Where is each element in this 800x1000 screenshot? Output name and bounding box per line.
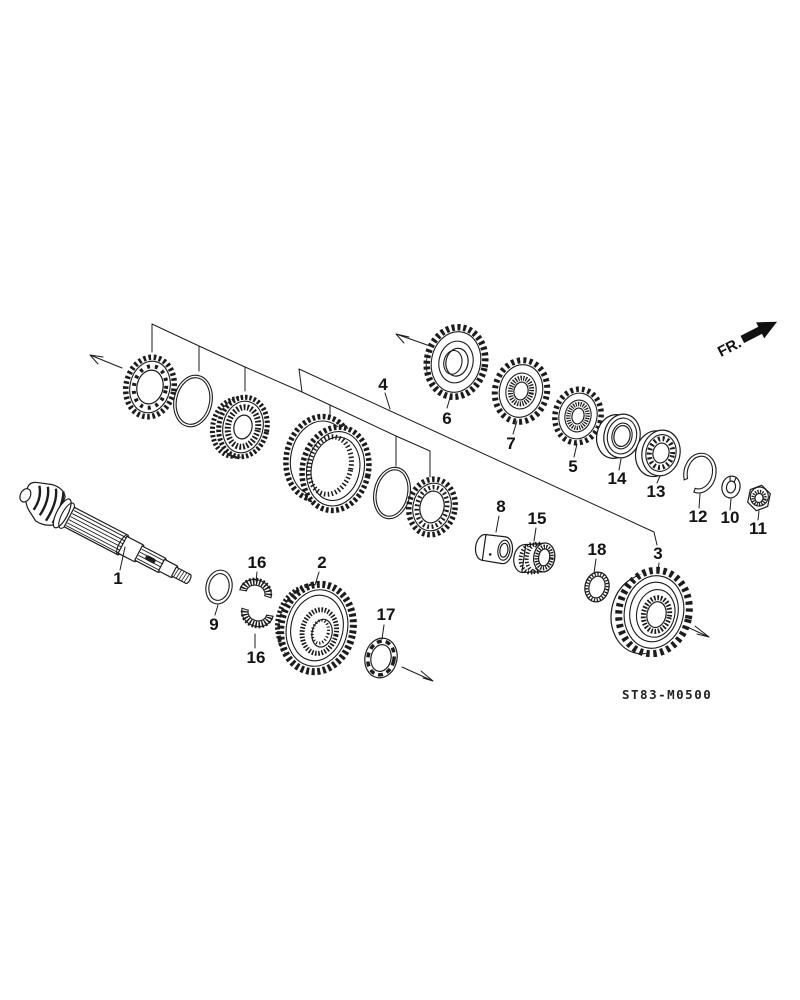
part-4-oring-a — [173, 374, 213, 428]
part-16-bearing-half-lower — [240, 607, 274, 629]
callout-17: 17 — [377, 605, 396, 624]
part-3-gear — [610, 566, 693, 658]
direction-arrow-icon — [401, 666, 434, 682]
part-10-lock-washer — [721, 475, 741, 499]
callout-16-upper: 16 — [248, 553, 267, 572]
callout-2: 2 — [317, 553, 326, 572]
part-14-bearing — [595, 413, 641, 459]
callout-3: 3 — [653, 544, 662, 563]
part-2-gear — [275, 580, 357, 676]
callout-5: 5 — [568, 457, 577, 476]
callout-15: 15 — [528, 509, 547, 528]
part-12-snap-ring — [683, 452, 717, 494]
callout-6: 6 — [442, 409, 451, 428]
part-16-bearing-half-upper — [239, 577, 273, 599]
part-4-synchro-ring-b — [406, 476, 458, 538]
callout-9: 9 — [209, 615, 218, 634]
part-11-flange-nut — [747, 484, 771, 512]
callout-4: 4 — [378, 375, 388, 394]
callout-10: 10 — [721, 508, 740, 527]
part-9-oring — [205, 569, 233, 605]
part-15-needle-bearing — [513, 541, 556, 575]
part-4-sleeve — [283, 413, 372, 514]
part-6-gear — [423, 323, 489, 401]
part-7-gear — [491, 357, 551, 425]
callout-13: 13 — [647, 482, 666, 501]
callout-18: 18 — [588, 540, 607, 559]
part-5-gear — [552, 386, 604, 446]
part-4-hub-assembly — [209, 394, 270, 460]
callout-leaders — [119, 397, 760, 649]
part-17-spring-washer — [364, 637, 398, 679]
direction-arrow-icon — [89, 354, 123, 369]
group-bracket-lines — [151, 323, 658, 546]
fr-arrow-icon — [740, 321, 778, 344]
diagram-code: ST83-M0500 — [622, 687, 712, 702]
direction-arrow-icon — [395, 333, 431, 347]
part-13-bearing — [634, 429, 681, 478]
callout-16-lower: 16 — [247, 648, 266, 667]
part-8-bushing — [474, 533, 514, 565]
fr-label: FR. — [715, 335, 744, 361]
callout-14: 14 — [608, 469, 627, 488]
part-18-thrust-washer — [584, 571, 610, 603]
callout-12: 12 — [689, 507, 708, 526]
part-4-synchro-ring-a — [122, 354, 178, 420]
callout-11: 11 — [749, 519, 767, 538]
callout-7: 7 — [506, 434, 515, 453]
callout-1: 1 — [113, 569, 122, 588]
callout-labels: 1 9 16 16 2 17 4 6 7 5 8 15 18 3 14 13 1… — [113, 375, 767, 667]
callout-8: 8 — [496, 497, 505, 516]
fr-direction-marker: FR. — [715, 321, 778, 361]
part-1-mainshaft — [19, 481, 192, 585]
